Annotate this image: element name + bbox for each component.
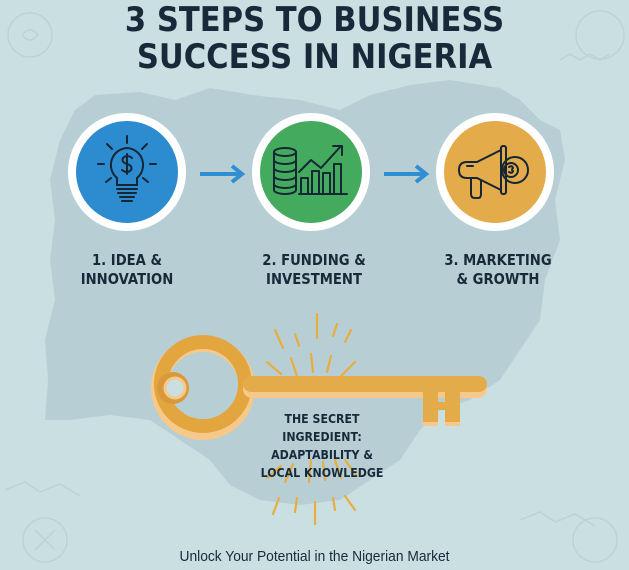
step-2-label: 2. FUNDING & INVESTMENT xyxy=(244,251,385,289)
step-2-label-line-1: 2. FUNDING & xyxy=(262,251,366,269)
coins-growth-chart-icon xyxy=(273,145,348,195)
sparkle-rays-bottom xyxy=(265,458,359,526)
lightbulb-dollar-icon xyxy=(97,135,157,202)
step-2-label-line-2: INVESTMENT xyxy=(266,270,362,288)
secret-line-1: THE SECRET INGREDIENT: xyxy=(282,411,362,444)
arrow-right-icon xyxy=(384,164,430,184)
step-1-circle xyxy=(68,113,186,231)
page-title: 3 STEPS TO BUSINESS SUCCESS IN NIGERIA xyxy=(31,0,597,76)
step-1-label: 1. IDEA & INNOVATION xyxy=(57,251,198,289)
step-2-circle xyxy=(252,113,370,231)
step-1-label-line-1: 1. IDEA & xyxy=(91,251,163,269)
secret-ingredient-text: THE SECRET INGREDIENT: ADAPTABILITY & LO… xyxy=(243,410,401,482)
secret-line-2: ADAPTABILITY & xyxy=(271,447,373,462)
footer-tagline: Unlock Your Potential in the Nigerian Ma… xyxy=(179,548,450,565)
step-3-circle xyxy=(436,113,554,231)
step-3-label-line-1: 3. MARKETING xyxy=(444,251,552,269)
step-3-label-line-2: & GROWTH xyxy=(456,270,540,288)
title-line-2: SUCCESS IN NIGERIA xyxy=(136,37,493,77)
golden-key-icon xyxy=(151,312,487,526)
title-line-1: 3 STEPS TO BUSINESS xyxy=(124,0,505,40)
step-3-label: 3. MARKETING & GROWTH xyxy=(428,251,569,289)
secret-line-3: LOCAL KNOWLEDGE xyxy=(260,465,384,480)
arrow-right-icon xyxy=(200,164,246,184)
sparkle-rays-top xyxy=(265,312,357,378)
megaphone-icon xyxy=(458,145,529,199)
step-1-label-line-2: INNOVATION xyxy=(80,270,174,288)
